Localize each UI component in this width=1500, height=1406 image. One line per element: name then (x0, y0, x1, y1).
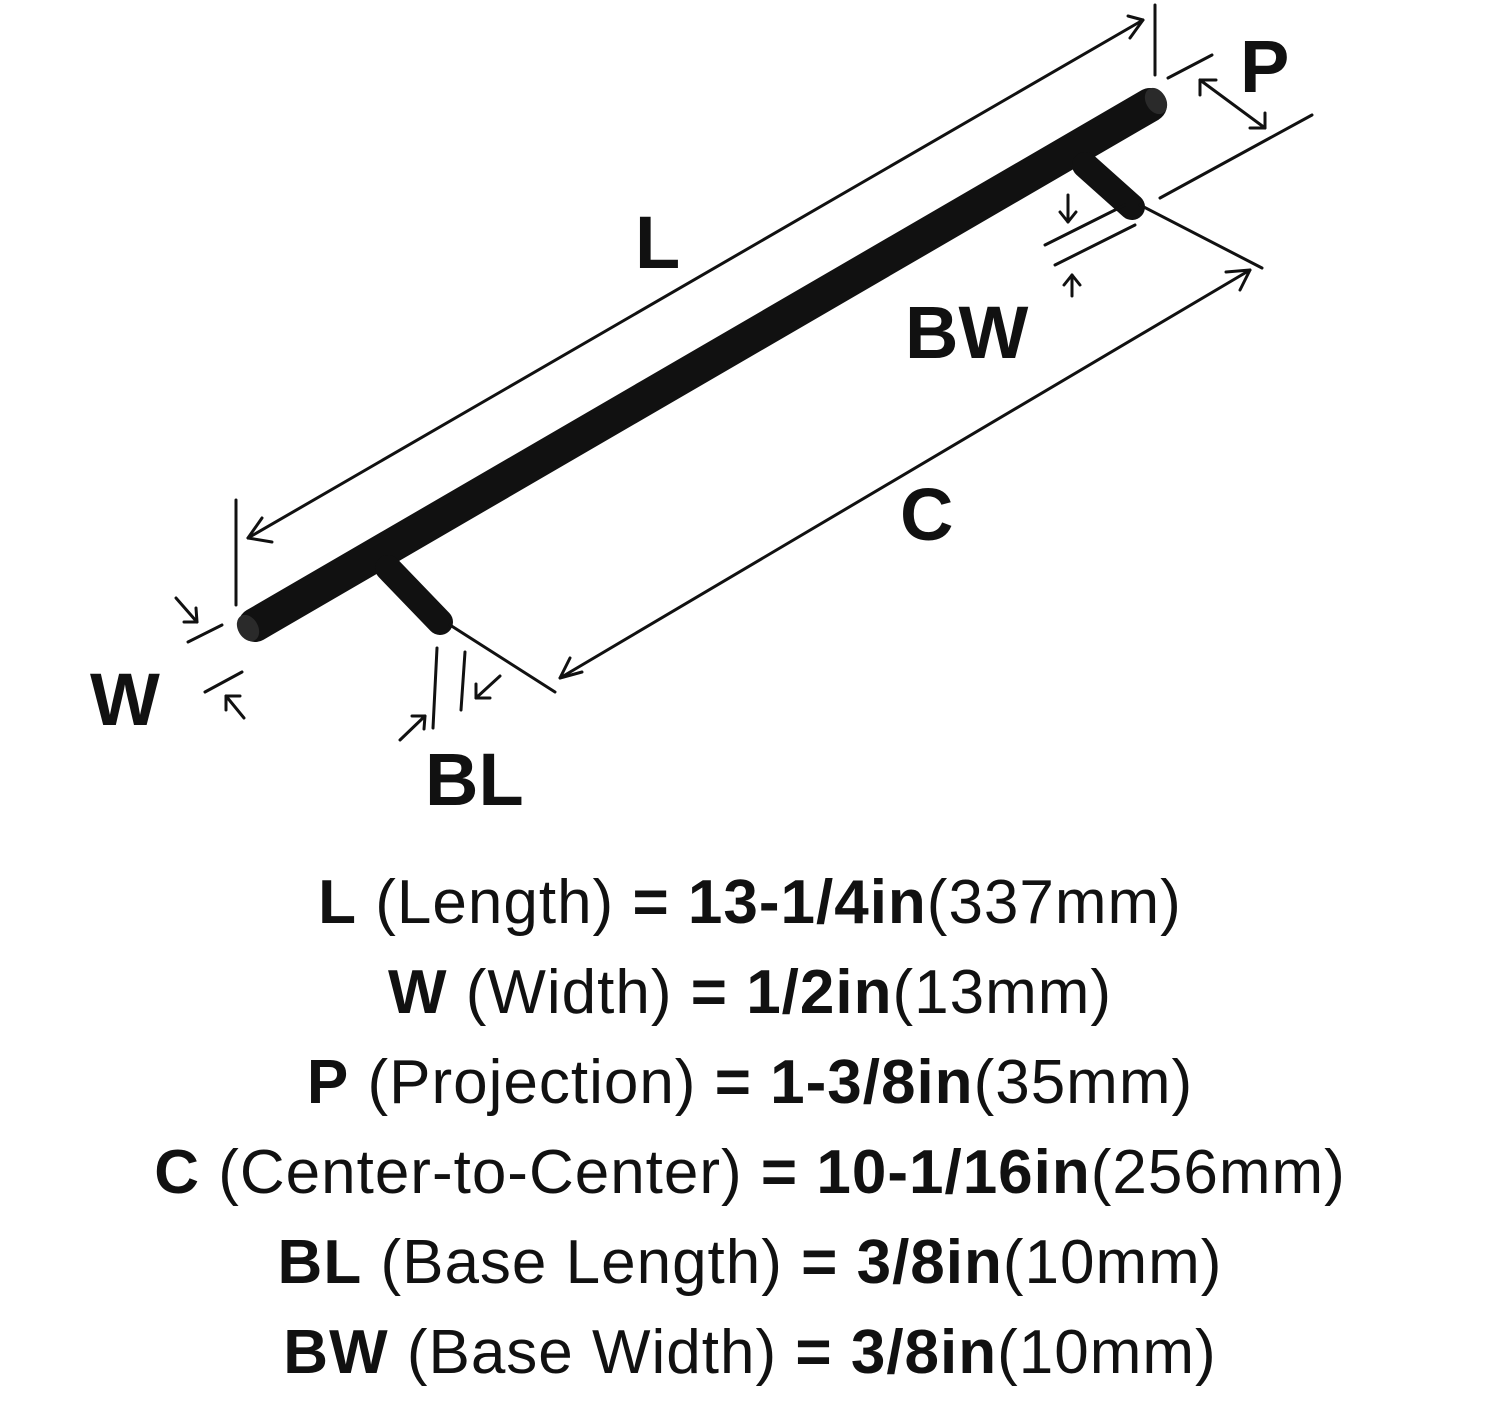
label-width: W (90, 658, 160, 741)
spec-equals: = (795, 1318, 833, 1387)
label-base-length: BL (425, 738, 524, 821)
spec-code: BL (277, 1228, 363, 1297)
spec-imperial: 1-3/8in (770, 1048, 974, 1117)
spec-center-to-center: C (Center-to-Center) = 10-1/16in(256mm) (0, 1128, 1500, 1218)
spec-name: (Length) (375, 868, 615, 937)
spec-metric: (337mm) (926, 868, 1182, 937)
bar-pull-handle (236, 87, 1168, 642)
spec-length: L (Length) = 13-1/4in(337mm) (0, 858, 1500, 948)
projection-dimension: P (1158, 25, 1314, 200)
spec-name: (Base Length) (380, 1228, 783, 1297)
spec-equals: = (632, 868, 670, 937)
label-projection: P (1240, 25, 1289, 108)
spec-name: (Projection) (367, 1048, 697, 1117)
spec-equals: = (801, 1228, 839, 1297)
width-dimension: W (90, 596, 246, 741)
spec-code: BW (283, 1318, 389, 1387)
spec-base-length: BL (Base Length) = 3/8in(10mm) (0, 1218, 1500, 1308)
spec-imperial: 13-1/4in (687, 868, 927, 937)
spec-code: L (318, 868, 358, 937)
spec-imperial: 1/2in (746, 958, 893, 1027)
spec-code: P (306, 1048, 350, 1117)
dimension-diagram: L P BW C W (90, 3, 1314, 821)
spec-code: C (154, 1138, 200, 1207)
spec-equals: = (714, 1048, 752, 1117)
spec-equals: = (690, 958, 728, 1027)
spec-imperial: 10-1/16in (816, 1138, 1091, 1207)
base-width-dimension: BW (905, 193, 1137, 374)
spec-metric: (13mm) (892, 958, 1113, 1027)
spec-base-width: BW (Base Width) = 3/8in(10mm) (0, 1308, 1500, 1398)
spec-projection: P (Projection) = 1-3/8in(35mm) (0, 1038, 1500, 1128)
spec-imperial: 3/8in (856, 1228, 1003, 1297)
center-to-center-dimension: C (448, 203, 1264, 694)
spec-metric: (35mm) (973, 1048, 1194, 1117)
spec-width: W (Width) = 1/2in(13mm) (0, 948, 1500, 1038)
label-base-width: BW (905, 291, 1028, 374)
spec-metric: (10mm) (997, 1318, 1217, 1387)
label-center-to-center: C (900, 473, 953, 556)
spec-name: (Center-to-Center) (218, 1138, 743, 1207)
spec-metric: (10mm) (1002, 1228, 1223, 1297)
specification-list: L (Length) = 13-1/4in(337mm) W (Width) =… (0, 858, 1500, 1398)
spec-imperial: 3/8in (850, 1318, 998, 1387)
spec-equals: = (760, 1138, 799, 1207)
label-length: L (635, 201, 680, 284)
spec-code: W (387, 958, 448, 1027)
length-dimension: L (234, 3, 1157, 607)
spec-metric: (256mm) (1090, 1138, 1346, 1207)
base-length-dimension: BL (398, 646, 524, 821)
spec-name: (Width) (465, 958, 673, 1027)
spec-name: (Base Width) (406, 1318, 778, 1387)
